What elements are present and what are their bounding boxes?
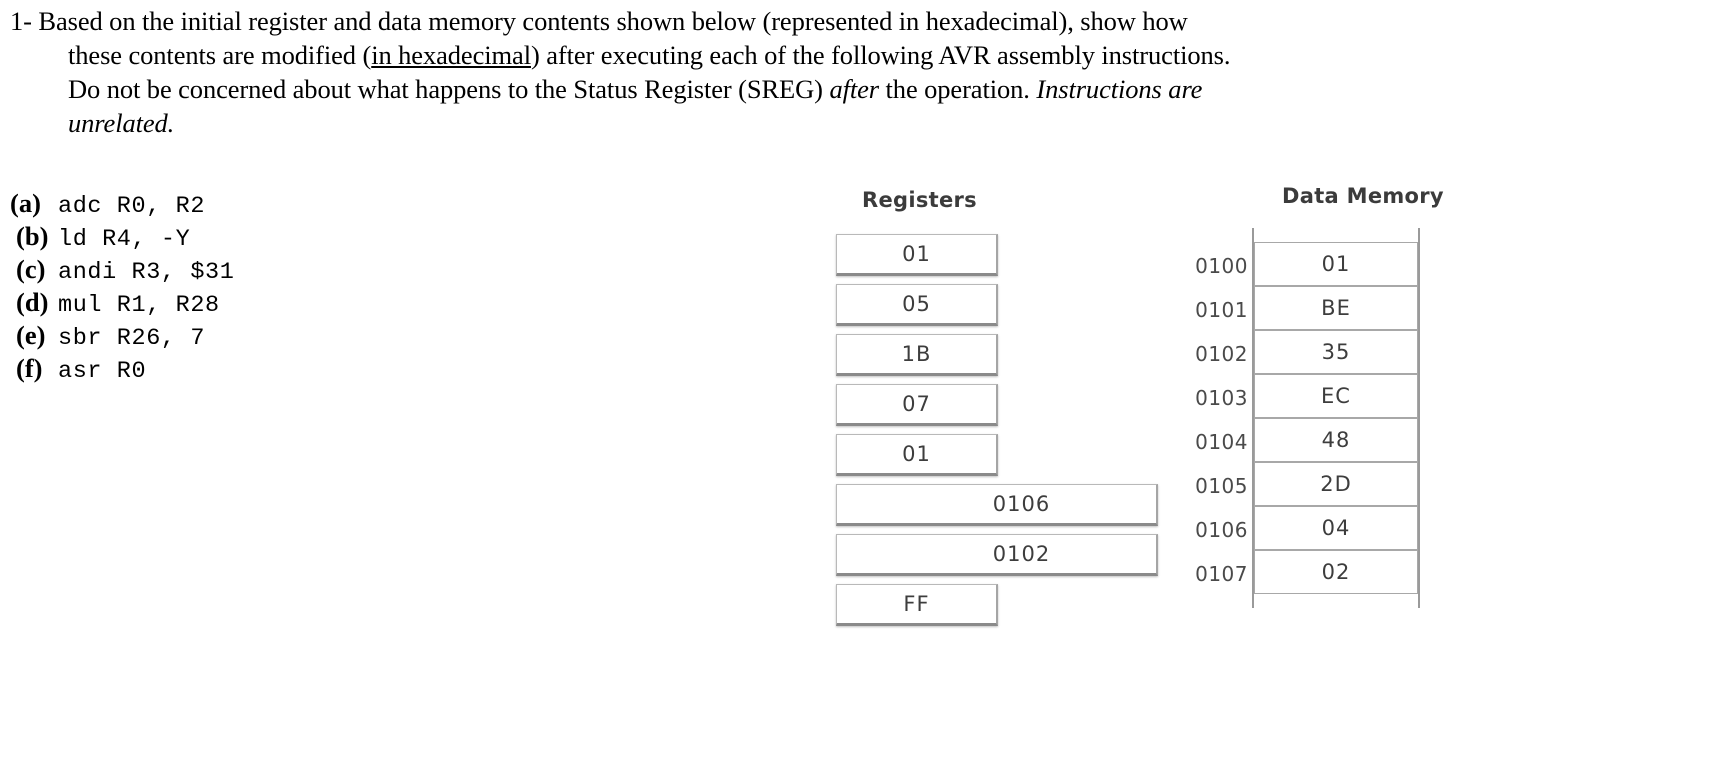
instruction-item-f: (f) asr R0 [10, 353, 234, 386]
data-memory-cell-0102: 35 [1254, 330, 1418, 374]
register-value-sreg: FF [903, 592, 930, 616]
data-memory-value-0101: BE [1321, 296, 1351, 320]
register-box-x: 0106 [836, 484, 1158, 526]
data-memory-address-0104: 0104 [1195, 430, 1248, 454]
question-italic-unrelated: unrelated. [68, 108, 175, 138]
register-value-r3: 07 [902, 392, 931, 416]
data-memory-cell-0100: 01 [1254, 242, 1418, 286]
question-line-2-part-a: these contents are modified ( [68, 40, 372, 70]
instruction-label-a: (a) [10, 188, 41, 218]
register-value-r4: 01 [902, 442, 931, 466]
data-memory-address-0100: 0100 [1195, 254, 1248, 278]
register-value-r1: 05 [902, 292, 931, 316]
data-memory-address-0106: 0106 [1195, 518, 1248, 542]
register-box-r4: 01 [836, 434, 998, 476]
data-memory-value-0103: EC [1321, 384, 1351, 408]
instruction-code-c: andi R3, $31 [58, 259, 235, 286]
register-box-r2: 1B [836, 334, 998, 376]
instruction-label-c: (c) [16, 254, 46, 284]
data-memory-value-0105: 2D [1320, 472, 1352, 496]
question-italic-after: after [829, 74, 879, 104]
question-line-3-part-a: Do not be concerned about what happens t… [68, 74, 830, 104]
question-italic-instructions-are: Instructions are [1036, 74, 1203, 104]
data-memory-value-0104: 48 [1321, 428, 1351, 452]
instruction-label-b: (b) [16, 221, 49, 251]
data-memory-outer-frame [1252, 228, 1420, 608]
instruction-label-e: (e) [16, 320, 46, 350]
instruction-item-d: (d) mul R1, R28 [10, 287, 234, 320]
question-line-2-part-b: ) after executing each of the following … [530, 40, 1231, 70]
register-box-r0: 01 [836, 234, 998, 276]
question-line-4: unrelated. [10, 106, 1570, 140]
question-line-3-part-b: the operation. [879, 74, 1037, 104]
instruction-code-f: asr R0 [58, 358, 147, 385]
data-memory-cell-0106: 04 [1254, 506, 1418, 550]
registers-title: Registers [862, 188, 977, 212]
data-memory-cell-0104: 48 [1254, 418, 1418, 462]
register-box-sreg: FF [836, 584, 998, 626]
instruction-label-d: (d) [16, 287, 49, 317]
data-memory-address-0105: 0105 [1195, 474, 1248, 498]
data-memory-value-0106: 04 [1321, 516, 1351, 540]
data-memory-cell-0103: EC [1254, 374, 1418, 418]
register-value-y: 0102 [992, 542, 1051, 566]
instruction-code-b: ld R4, -Y [58, 226, 191, 253]
register-value-x: 0106 [992, 492, 1051, 516]
register-box-r3: 07 [836, 384, 998, 426]
data-memory-address-0107: 0107 [1195, 562, 1248, 586]
instruction-label-f: (f) [16, 353, 43, 383]
data-memory-cell-0101: BE [1254, 286, 1418, 330]
instruction-item-c: (c) andi R3, $31 [10, 254, 234, 287]
question-text-block: 1- Based on the initial register and dat… [10, 4, 1570, 140]
data-memory-address-0102: 0102 [1195, 342, 1248, 366]
data-memory-title: Data Memory [1282, 184, 1444, 208]
register-value-r2: 1B [901, 342, 932, 366]
instruction-item-a: (a) adc R0, R2 [10, 188, 234, 221]
data-memory-address-0101: 0101 [1195, 298, 1248, 322]
data-memory-cell-0107: 02 [1254, 550, 1418, 594]
data-memory-value-0102: 35 [1321, 340, 1351, 364]
question-line-1: 1- Based on the initial register and dat… [10, 6, 1188, 36]
question-underlined-hexadecimal: in hexadecimal [371, 40, 531, 70]
data-memory-value-0100: 01 [1321, 252, 1351, 276]
instruction-item-b: (b) ld R4, -Y [10, 221, 234, 254]
instruction-item-e: (e) sbr R26, 7 [10, 320, 234, 353]
data-memory-address-0103: 0103 [1195, 386, 1248, 410]
data-memory-value-0107: 02 [1321, 560, 1351, 584]
register-box-r1: 05 [836, 284, 998, 326]
register-value-r0: 01 [902, 242, 931, 266]
question-line-2: these contents are modified (in hexadeci… [10, 38, 1570, 72]
instruction-code-a: adc R0, R2 [58, 193, 206, 220]
question-line-3: Do not be concerned about what happens t… [10, 72, 1570, 106]
register-box-y: 0102 [836, 534, 1158, 576]
instruction-list: (a) adc R0, R2 (b) ld R4, -Y (c) andi R3… [10, 188, 234, 386]
instruction-code-d: mul R1, R28 [58, 292, 220, 319]
data-memory-cell-0105: 2D [1254, 462, 1418, 506]
instruction-code-e: sbr R26, 7 [58, 325, 206, 352]
